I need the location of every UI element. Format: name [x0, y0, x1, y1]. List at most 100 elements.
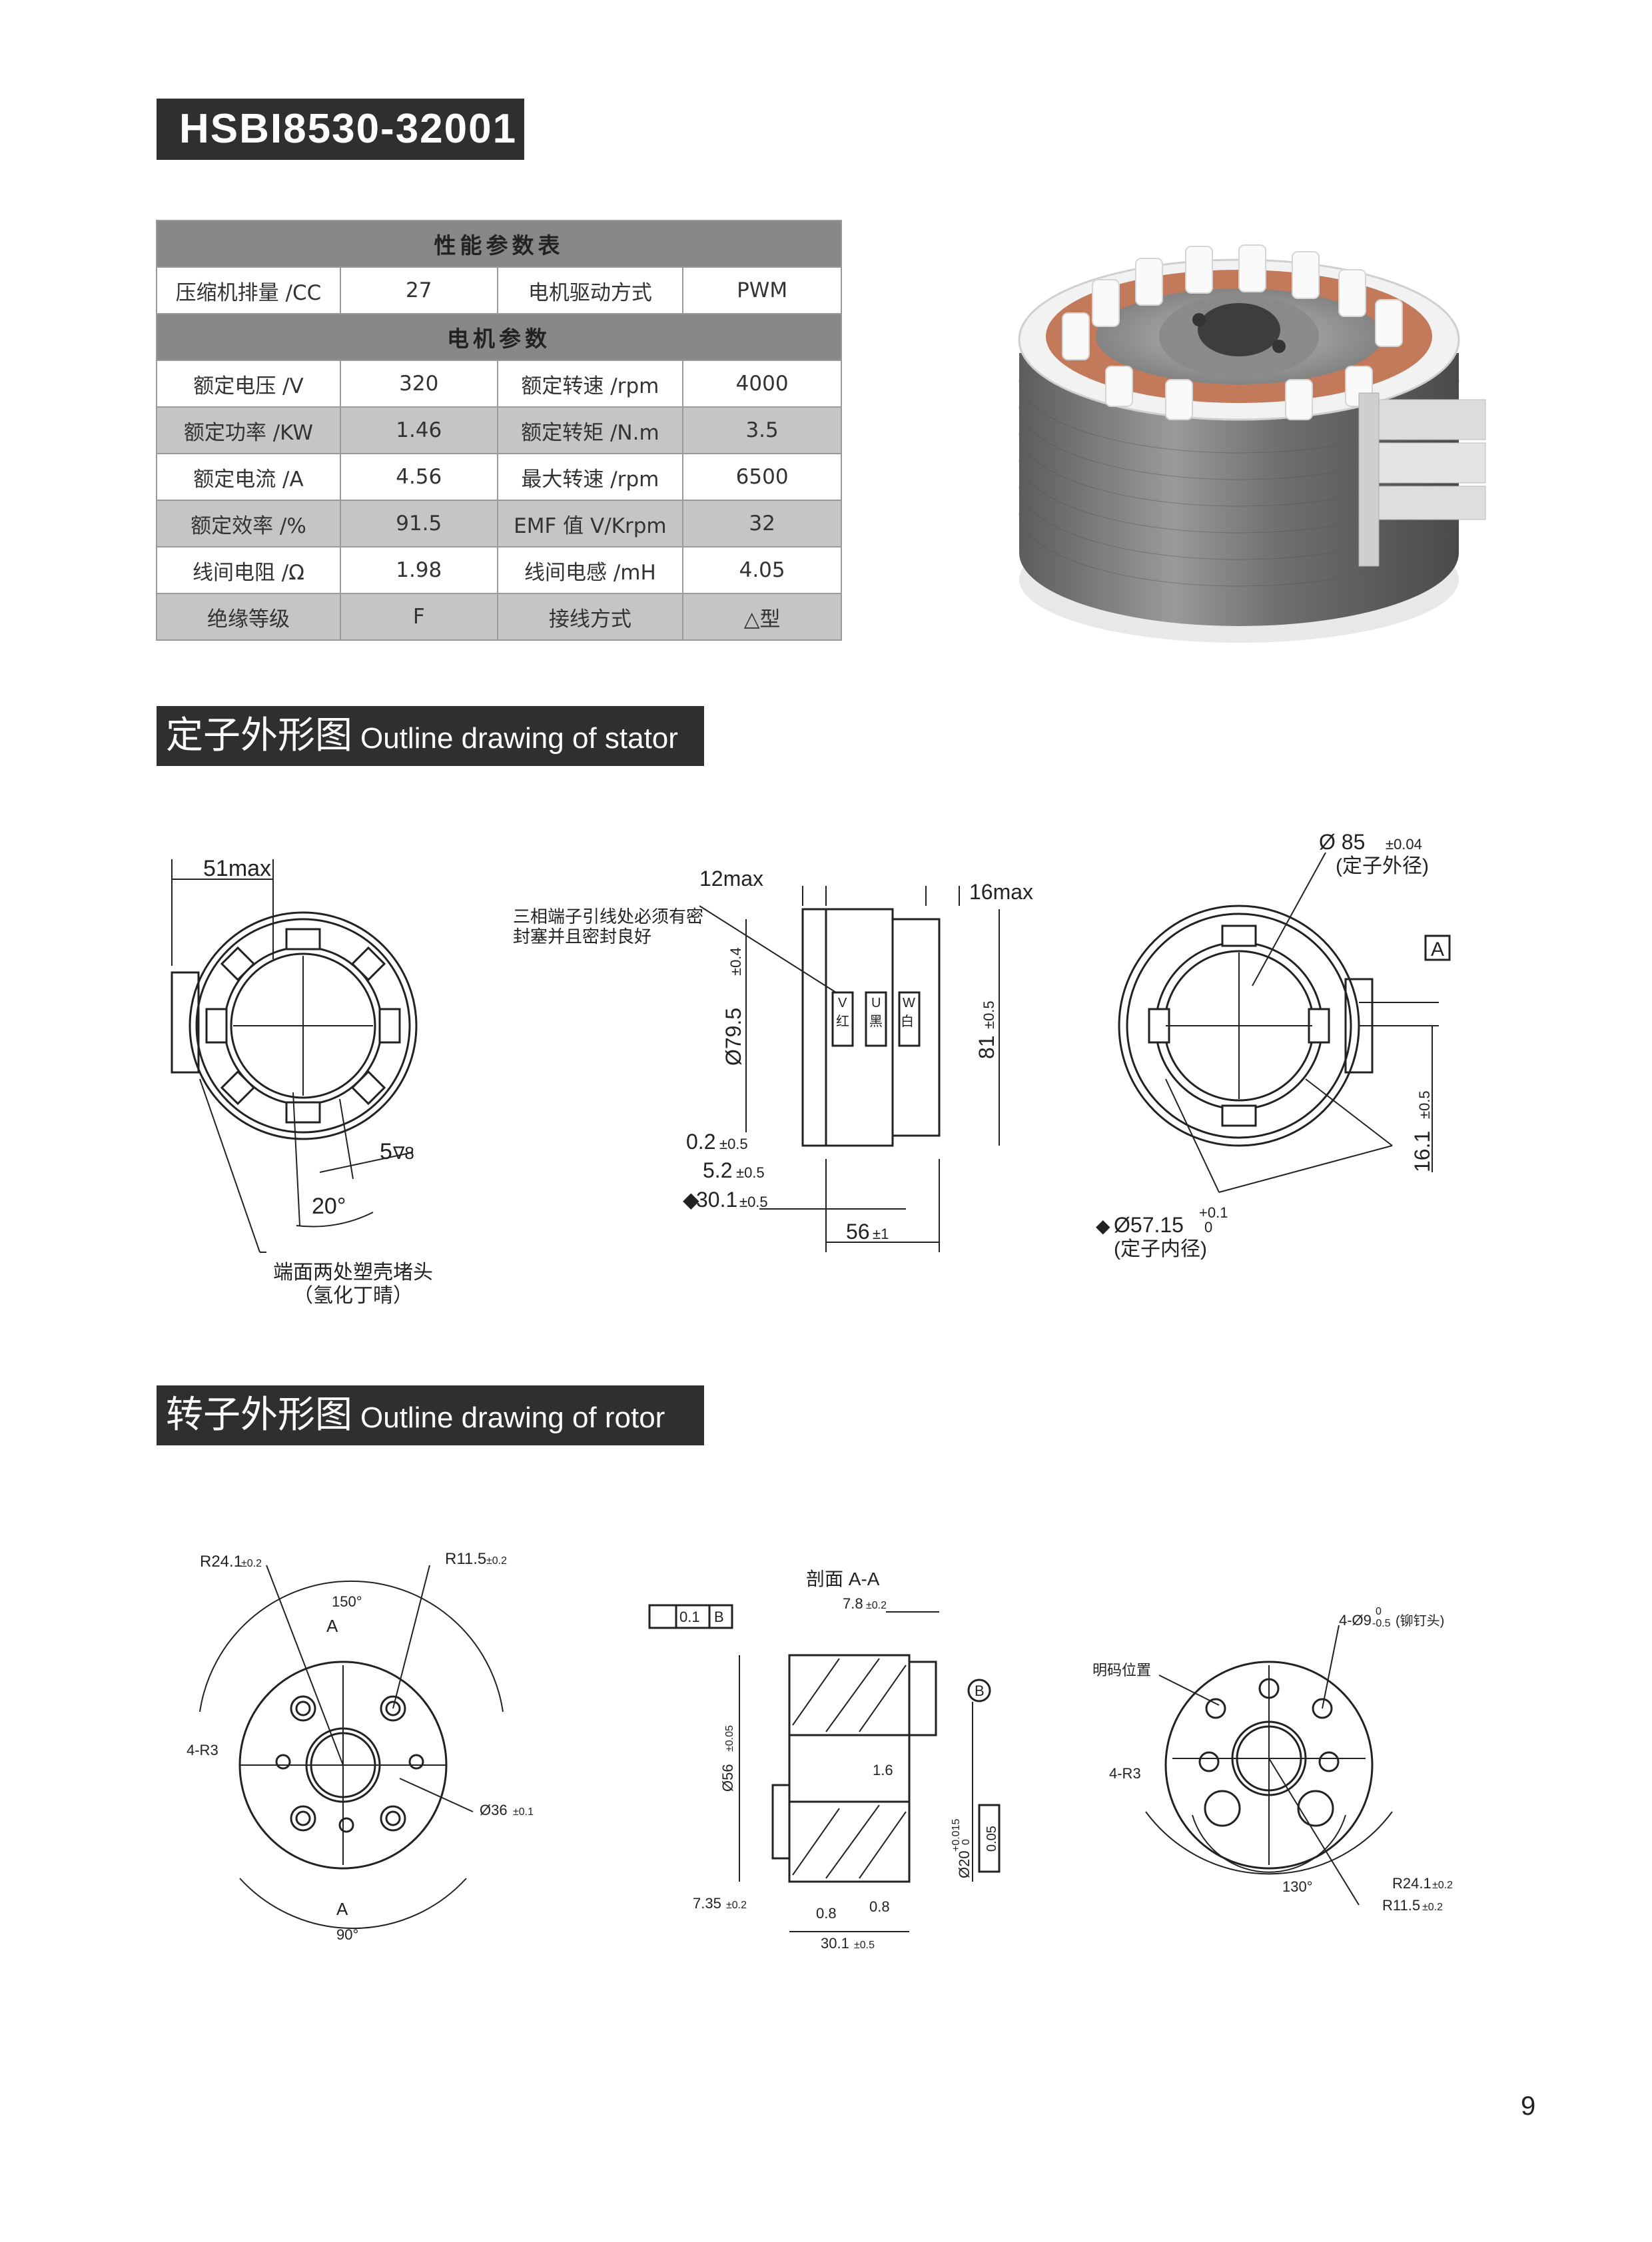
phase-w: W [903, 996, 915, 1010]
dim-r11-right-tol: ±0.2 [1422, 1902, 1443, 1913]
table-cell: △型 [682, 593, 842, 641]
mark-position-note: 明码位置 [1092, 1662, 1151, 1679]
table-row: 额定电流 /A 4.56 最大转速 /rpm 6500 [156, 453, 842, 501]
dim-dia-79-tol: ±0.4 [727, 947, 744, 976]
runout-value: 0.1 [679, 1609, 700, 1625]
dim-outer-85-tol: ±0.04 [1386, 836, 1422, 853]
stator-product-image [1018, 244, 1486, 643]
dim-outer-85: Ø 85 [1319, 830, 1365, 854]
table-row: 额定效率 /% 91.5 EMF 值 V/Krpm 32 [156, 500, 842, 548]
dim-angle-130: 130° [1282, 1878, 1313, 1895]
dim-inner-57-tol-low: 0 [1204, 1219, 1212, 1236]
table-cell: 电机驱动方式 [496, 266, 684, 314]
section-title-en: Outline drawing of rotor [360, 1401, 665, 1434]
dim-57-symbol: ◆ [1096, 1216, 1110, 1236]
table-cell: 额定转速 /rpm [496, 360, 684, 408]
runout-ref: B [714, 1609, 724, 1625]
dim-r24-right-tol: ±0.2 [1432, 1880, 1453, 1891]
note-terminal-2: 封塞并且密封良好 [513, 927, 651, 946]
dim-length-56-tol: ±1 [873, 1226, 889, 1242]
dim-bore-36: Ø36 [480, 1802, 508, 1818]
phase-u: U [871, 996, 881, 1010]
table-cell: 额定功率 /KW [156, 406, 341, 454]
dim-dia-56-tol: ±0.05 [724, 1725, 735, 1752]
dim-0-2-tol: ±0.5 [719, 1136, 748, 1152]
table-cell: 接线方式 [496, 593, 684, 641]
note-plug: 端面两处塑壳堵头 [273, 1262, 433, 1284]
performance-table: 性能参数表 压缩机排量 /CC 27 电机驱动方式 PWM 电机参数 额定电压 … [156, 220, 842, 641]
stator-rear-view: Ø 85 ±0.04 (定子外径) A 16.1 ±0.5 ◆ Ø57.15 +… [1096, 830, 1451, 1260]
cylindricity-value: 0.05 [985, 1826, 999, 1852]
dim-bore-36-tol: ±0.1 [513, 1806, 534, 1818]
table-row: 绝缘等级 F 接线方式 △型 [156, 593, 842, 641]
dim-4-dia-9-tol-up: 0 [1376, 1606, 1382, 1617]
table-cell: 91.5 [339, 500, 498, 548]
stator-outline-drawing: 51max 5 ∇8 20° 端面两处塑壳堵头 （氢化丁晴） 12max 16m… [171, 830, 1451, 1307]
depth-symbol: ∇8 [392, 1143, 414, 1163]
dim-7-8-tol: ±0.2 [866, 1600, 887, 1611]
page-number: 9 [1521, 2091, 1536, 2121]
dim-inner-57-tol-up: +0.1 [1199, 1204, 1228, 1221]
table-cell: EMF 值 V/Krpm [496, 500, 684, 548]
dim-30-1-symbol: ◆ [683, 1188, 699, 1212]
dim-16max: 16max [969, 880, 1033, 904]
dim-r24-right: R24.1 [1392, 1875, 1432, 1892]
dim-0-8-left: 0.8 [816, 1905, 837, 1922]
table-row: 压缩机排量 /CC 27 电机驱动方式 PWM [156, 266, 842, 314]
table-cell: 压缩机排量 /CC [156, 266, 341, 314]
table-cell: 额定效率 /% [156, 500, 341, 548]
phase-w-color: 白 [901, 1014, 914, 1029]
table-cell: 线间电阻 /Ω [156, 546, 341, 594]
table-cell: 6500 [682, 453, 842, 501]
table-cell: 1.98 [339, 546, 498, 594]
dim-16-1-tol: ±0.5 [1416, 1090, 1433, 1119]
table-cell: 绝缘等级 [156, 593, 341, 641]
dim-30-1: 30.1 [696, 1188, 737, 1212]
dim-angle-150: 150° [332, 1593, 362, 1610]
section-title-aa: 剖面 A-A [806, 1569, 880, 1589]
dim-4-r3-right: 4-R3 [1109, 1765, 1141, 1782]
table-cell: 320 [339, 360, 498, 408]
table-cell: 线间电感 /mH [496, 546, 684, 594]
note-plug-material: （氢化丁晴） [293, 1285, 413, 1307]
dim-bore-20-tol-up: +0.015 [951, 1819, 962, 1852]
rotor-rear-view: 4-Ø9 0 -0.5 (铆钉头) 明码位置 4-R3 130° R24.1 ±… [1092, 1606, 1453, 1914]
table-cell: 额定电流 /A [156, 453, 341, 501]
label-stator-inner: (定子内径) [1114, 1238, 1207, 1260]
dim-width-max: 51max [203, 856, 271, 881]
dim-angle-90: 90° [336, 1926, 358, 1943]
dim-inner-57: Ø57.15 [1114, 1213, 1184, 1237]
dim-0-2: 0.2 [686, 1130, 715, 1154]
dim-r11: R11.5 [445, 1550, 486, 1568]
section-title-en: Outline drawing of stator [360, 722, 678, 755]
dim-dia-79: Ø79.5 [721, 1008, 745, 1066]
table-header-performance: 性能参数表 [156, 220, 842, 268]
rotor-section-view: 剖面 A-A 0.1 B B 7.8 ±0.2 Ø56 ±0.05 1.6 7.… [648, 1569, 1001, 1952]
dim-5-2: 5.2 [703, 1158, 732, 1182]
table-cell: 额定电压 /V [156, 360, 341, 408]
stator-side-view: 12max 16max 三相端子引线处必须有密 封塞并且密封良好 V 红 U 黑… [513, 867, 1033, 1252]
datum-a: A [1431, 938, 1444, 960]
dim-16-1: 16.1 [1410, 1131, 1434, 1172]
dim-7-35: 7.35 [693, 1895, 721, 1912]
table-row: 线间电阻 /Ω 1.98 线间电感 /mH 4.05 [156, 546, 842, 594]
table-cell: 额定转矩 /N.m [496, 406, 684, 454]
table-cell: 4.05 [682, 546, 842, 594]
dim-4-r3: 4-R3 [187, 1742, 218, 1758]
dim-r24: R24.1 [200, 1553, 242, 1571]
phase-u-color: 黑 [869, 1014, 883, 1029]
dim-length-56: 56 [846, 1220, 870, 1244]
dim-bore-20-tol-low: 0 [961, 1839, 972, 1845]
table-row: 额定电压 /V 320 额定转速 /rpm 4000 [156, 360, 842, 408]
dim-4-dia-9-tol-low: -0.5 [1372, 1618, 1391, 1629]
section-title-cn: 转子外形图 [166, 1393, 352, 1437]
table-cell: 3.5 [682, 406, 842, 454]
table-cell: 最大转速 /rpm [496, 453, 684, 501]
stator-core [1019, 353, 1459, 626]
dim-r24-tol: ±0.2 [241, 1558, 262, 1569]
dim-0-8-right: 0.8 [869, 1898, 890, 1915]
model-title: HSBI8530-32001 [157, 99, 524, 160]
label-stator-outer: (定子外径) [1336, 855, 1429, 877]
dim-12max: 12max [699, 867, 763, 891]
